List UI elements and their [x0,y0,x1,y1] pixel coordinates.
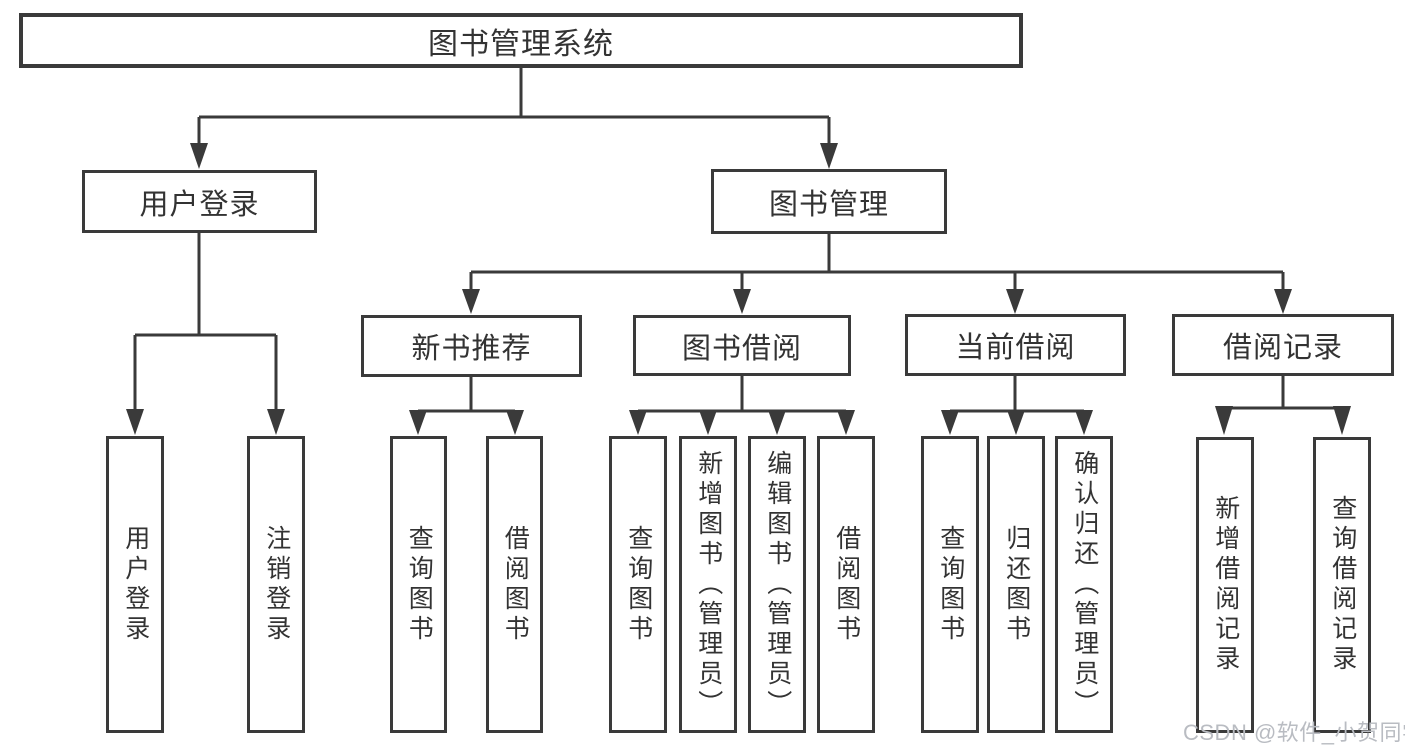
leaf-query-borrow-record: 查询借阅记录 [1313,437,1371,733]
connector-root-split [190,68,838,169]
node-borrow-records: 借阅记录 [1172,314,1394,376]
node-user-login: 用户登录 [82,170,317,233]
node-book-management: 图书管理 [711,169,947,234]
connector-book-management-split [462,234,1292,314]
leaf-query-books-borrow: 查询图书 [609,436,667,733]
leaf-add-borrow-record: 新增借阅记录 [1196,437,1254,733]
leaf-edit-books-admin: 编辑图书（管理员） [748,436,806,733]
csdn-watermark: CSDN @软件_小贺同学 [1183,720,1405,745]
node-new-book-recommend: 新书推荐 [361,315,582,377]
leaf-borrow-books: 借阅图书 [817,436,875,733]
leaf-user-login: 用户登录 [106,436,164,733]
leaf-query-books-recommend: 查询图书 [390,436,447,733]
connector-book-borrow-split [629,375,855,435]
connector-new-book-split [409,376,524,435]
node-current-borrow: 当前借阅 [905,314,1126,376]
leaf-query-books-current: 查询图书 [921,436,979,733]
leaf-add-books-admin: 新增图书（管理员） [679,436,737,733]
node-book-borrow: 图书借阅 [633,315,851,376]
connector-user-login-split [126,233,285,435]
leaf-confirm-return-admin: 确认归还（管理员） [1055,436,1113,733]
leaf-return-books: 归还图书 [987,436,1045,733]
leaf-logout: 注销登录 [247,436,305,733]
connector-borrow-records-split [1215,375,1351,435]
connector-current-borrow-split [941,375,1093,435]
leaf-borrow-books-recommend: 借阅图书 [486,436,543,733]
node-library-management-system: 图书管理系统 [19,13,1023,68]
